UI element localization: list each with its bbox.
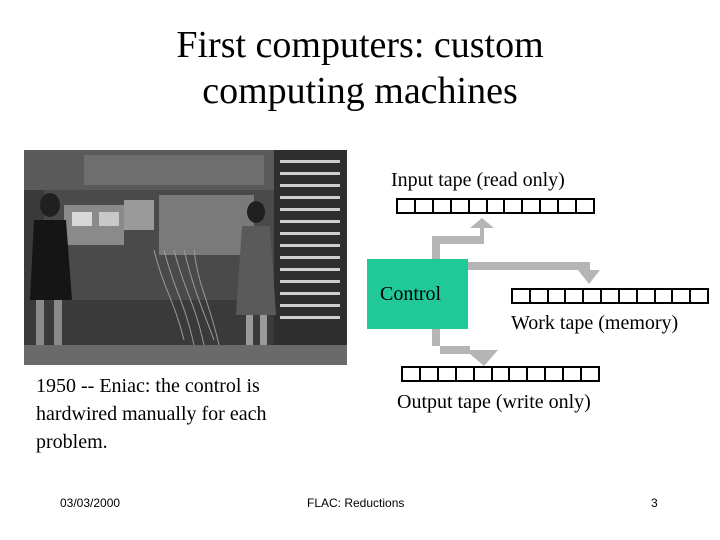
tape-cell (559, 200, 578, 212)
tape-cell (620, 290, 638, 302)
tape-cell (475, 368, 493, 380)
control-to-output-arrow (432, 329, 498, 366)
tape-cell (566, 290, 585, 302)
control-label: Control (380, 283, 442, 305)
tape-cell (421, 368, 439, 380)
input-to-control-arrow (432, 218, 494, 259)
page-number: 3 (651, 496, 658, 510)
tape-cell (584, 290, 603, 302)
tape-cell (528, 368, 547, 380)
tape-cell (505, 200, 524, 212)
title-line-2: computing machines (202, 70, 518, 112)
tape-cell (638, 290, 656, 302)
photo-caption: 1950 -- Eniac: the control is hardwired … (36, 375, 267, 453)
tape-cell (403, 368, 421, 380)
control-box (367, 259, 468, 329)
tape-cell (510, 368, 529, 380)
tape-cell (488, 200, 506, 212)
tape-cell (398, 200, 416, 212)
tape-cell (673, 290, 692, 302)
tape-cell (470, 200, 488, 212)
tape-cell (493, 368, 511, 380)
tape-cell (439, 368, 457, 380)
tape-cell (656, 290, 674, 302)
output-tape-label: Output tape (write only) (397, 391, 591, 413)
tape-cell (531, 290, 549, 302)
tape-cell (434, 200, 452, 212)
output-tape (401, 366, 600, 382)
title-line-1: First computers: custom (176, 24, 544, 66)
input-tape (396, 198, 595, 214)
work-tape (511, 288, 709, 304)
tape-cell (546, 368, 565, 380)
input-tape-label: Input tape (read only) (391, 169, 565, 191)
tape-cell (416, 200, 434, 212)
tape-cell (602, 290, 620, 302)
footer-title: FLAC: Reductions (307, 496, 405, 510)
tape-cell (523, 200, 542, 212)
tape-cell (457, 368, 475, 380)
work-tape-label: Work tape (memory) (511, 312, 679, 334)
tape-cell (577, 200, 593, 212)
tape-cell (541, 200, 560, 212)
control-to-work-arrow (468, 262, 600, 284)
tape-cell (564, 368, 583, 380)
tape-cell (452, 200, 470, 212)
eniac-photo (24, 150, 347, 365)
tape-cell (582, 368, 598, 380)
tape-cell (513, 290, 531, 302)
footer-date: 03/03/2000 (60, 496, 121, 510)
tape-cell (691, 290, 707, 302)
tape-cell (549, 290, 567, 302)
slide-title: First computers: custom computing machin… (0, 22, 720, 114)
